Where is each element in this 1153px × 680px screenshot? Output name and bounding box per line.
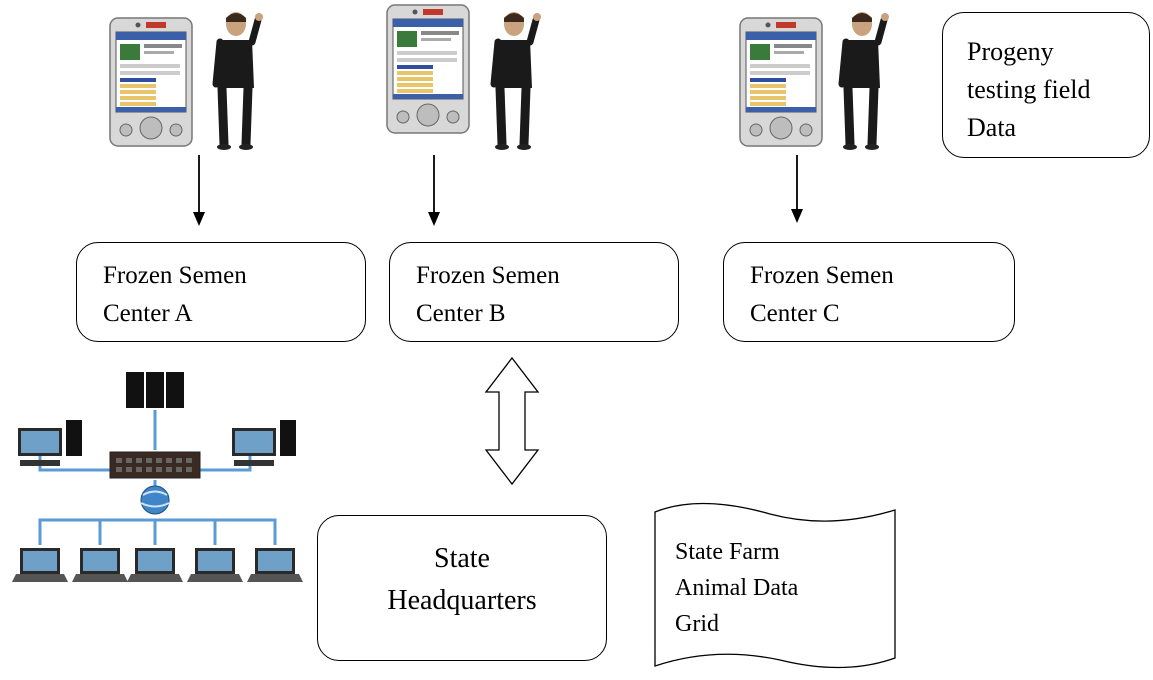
document-shape bbox=[654, 502, 896, 669]
center-a-box: Frozen Semen Center A bbox=[76, 242, 366, 342]
progeny-line-1: Progeny bbox=[967, 37, 1054, 66]
center-c-line-2: Center C bbox=[750, 300, 840, 327]
person-icon-b bbox=[494, 12, 541, 150]
progeny-data-box: Progeny testing field Data bbox=[942, 12, 1150, 158]
center-b-line-1: Frozen Semen bbox=[416, 262, 560, 289]
center-c-line-1: Frozen Semen bbox=[750, 262, 894, 289]
person-icon-a bbox=[216, 12, 263, 150]
center-b-box: Frozen Semen Center B bbox=[389, 242, 679, 342]
state-headquarters-box: State Headquarters bbox=[317, 515, 607, 661]
pda-device-icon-b bbox=[386, 4, 470, 134]
arrow-down-icon-b bbox=[428, 155, 440, 226]
grid-line-2: Animal Data bbox=[675, 575, 799, 601]
center-a-line-2: Center A bbox=[103, 300, 193, 327]
arrow-down-icon-a bbox=[193, 155, 205, 226]
progeny-line-3: Data bbox=[967, 113, 1017, 142]
hq-line-2: Headquarters bbox=[387, 585, 537, 616]
grid-line-1: State Farm bbox=[675, 539, 780, 565]
arrow-down-icon-c bbox=[791, 155, 803, 223]
pda-device-icon-c bbox=[739, 17, 823, 147]
double-arrow-icon bbox=[484, 356, 540, 486]
center-c-box: Frozen Semen Center C bbox=[723, 242, 1015, 342]
hq-line-1: State bbox=[434, 543, 490, 574]
computer-network-icon bbox=[12, 372, 303, 582]
center-a-line-1: Frozen Semen bbox=[103, 262, 247, 289]
center-b-line-2: Center B bbox=[416, 300, 506, 327]
data-grid-label: State Farm Animal Data Grid bbox=[675, 534, 798, 642]
grid-line-3: Grid bbox=[675, 611, 719, 637]
person-icon-c bbox=[842, 12, 889, 150]
pda-device-icon-a bbox=[109, 17, 193, 147]
progeny-line-2: testing field bbox=[967, 75, 1091, 104]
